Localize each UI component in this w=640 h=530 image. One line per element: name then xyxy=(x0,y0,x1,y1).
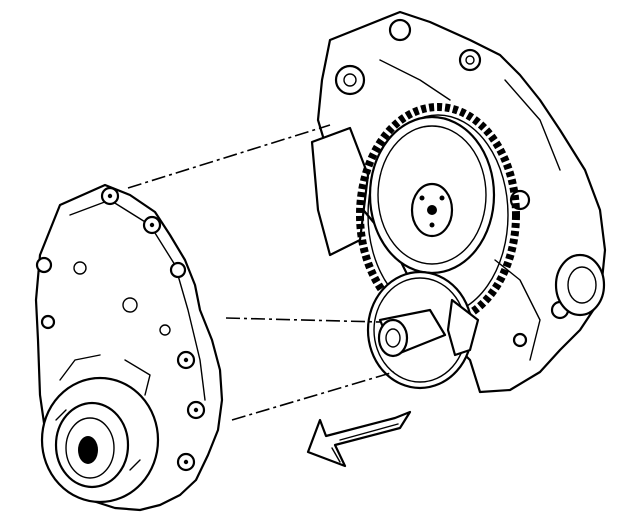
crankshaft-seal xyxy=(40,376,160,504)
crankshaft-sprocket-group xyxy=(366,270,480,390)
installation-arrow xyxy=(306,410,412,468)
alignment-lines xyxy=(127,124,395,421)
